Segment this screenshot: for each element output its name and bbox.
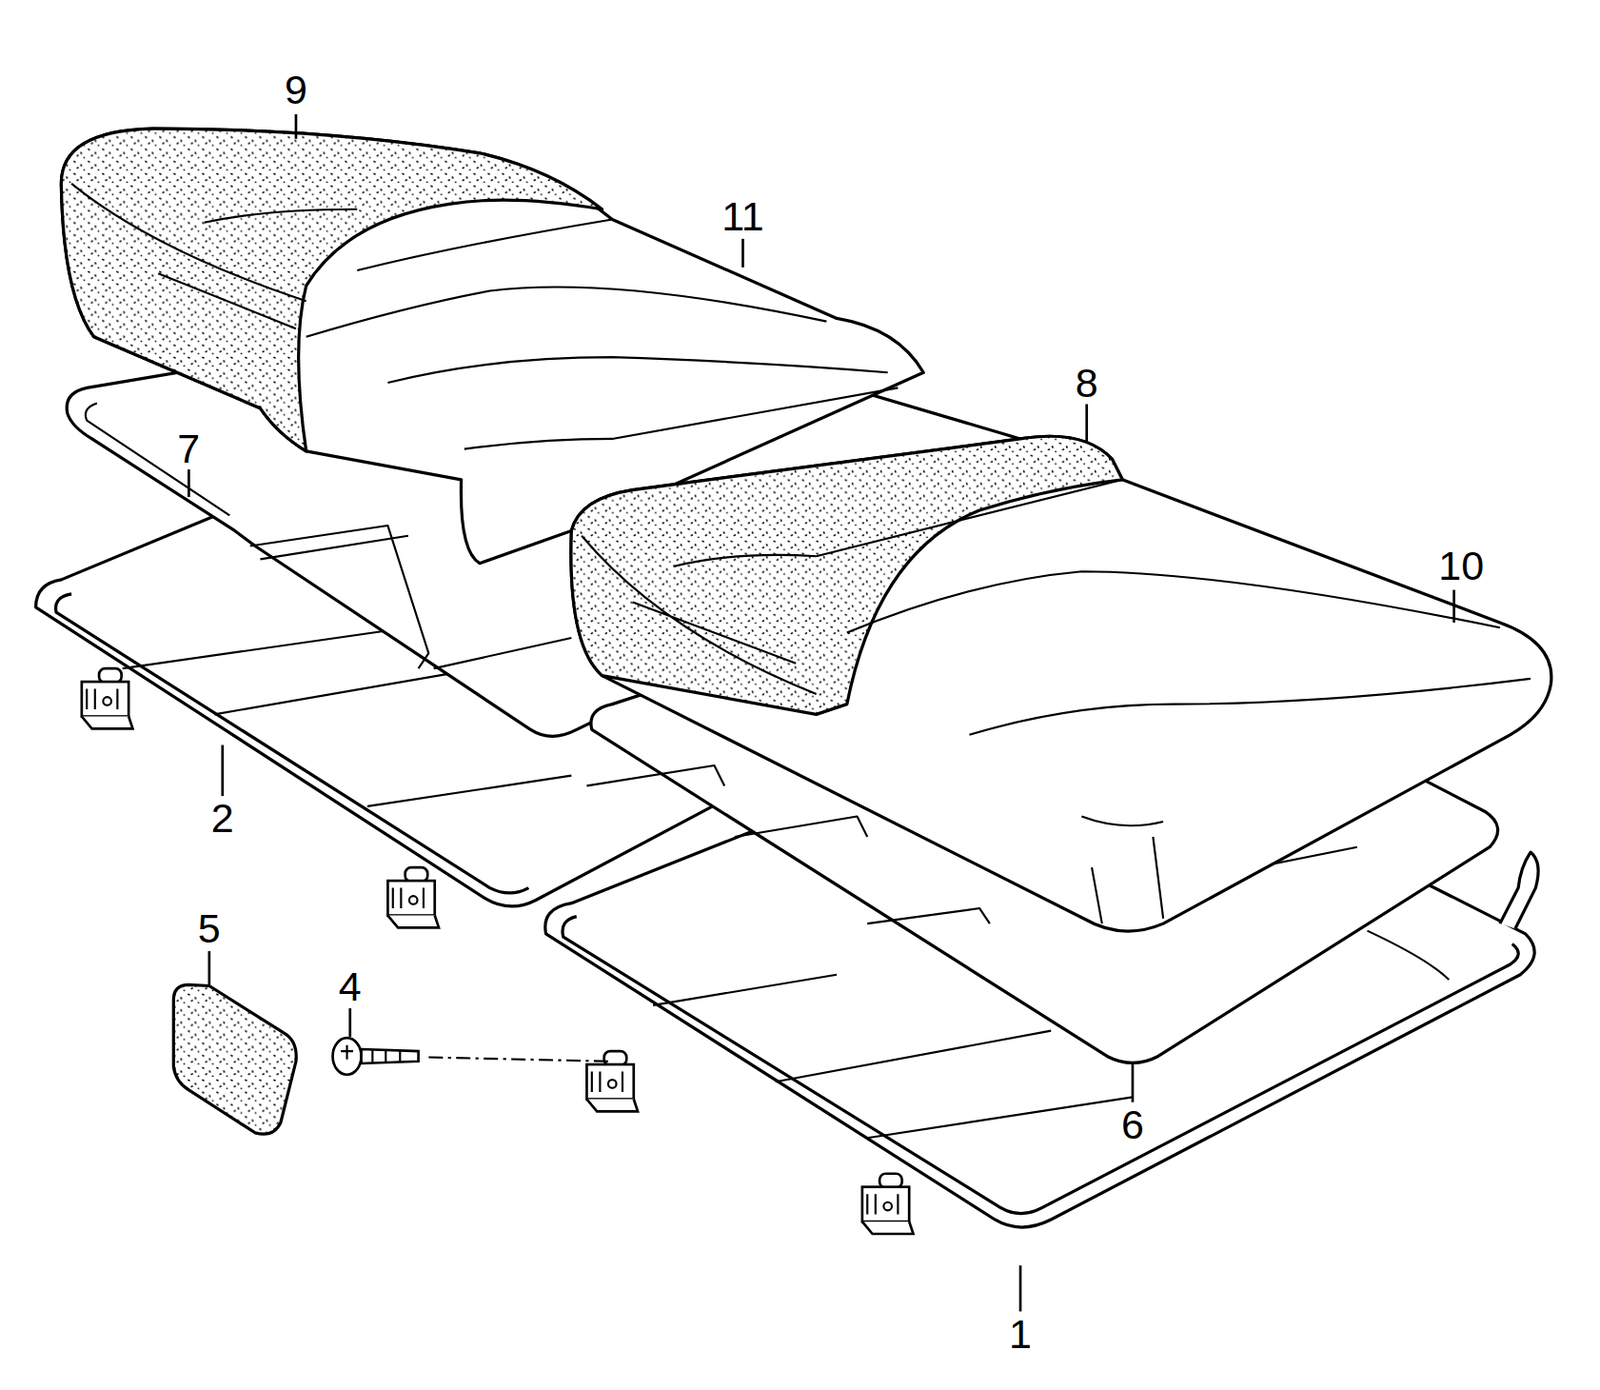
callout-number: 8: [1075, 362, 1099, 404]
callout-number: 11: [721, 196, 765, 238]
hinge: [81, 668, 134, 729]
hinge: [387, 867, 439, 928]
cap: [173, 984, 297, 1134]
callout-number: 10: [1438, 545, 1484, 587]
screw: [333, 1037, 419, 1075]
seat-stipple: [571, 435, 1123, 714]
seat-cushion: [571, 435, 1552, 931]
backrest-stipple: [60, 128, 602, 452]
callout-number: 5: [197, 908, 221, 949]
callout-number: 1: [1008, 1313, 1032, 1355]
hinge: [862, 1173, 914, 1234]
callout-number: 4: [338, 966, 362, 1008]
callout-number: 2: [211, 797, 235, 839]
leader-lines: [188, 114, 1454, 1311]
callout-number: 9: [284, 69, 308, 111]
callout-number: 7: [177, 428, 200, 470]
callout-number: 6: [1121, 1104, 1145, 1146]
assembly-line: [428, 1057, 613, 1062]
